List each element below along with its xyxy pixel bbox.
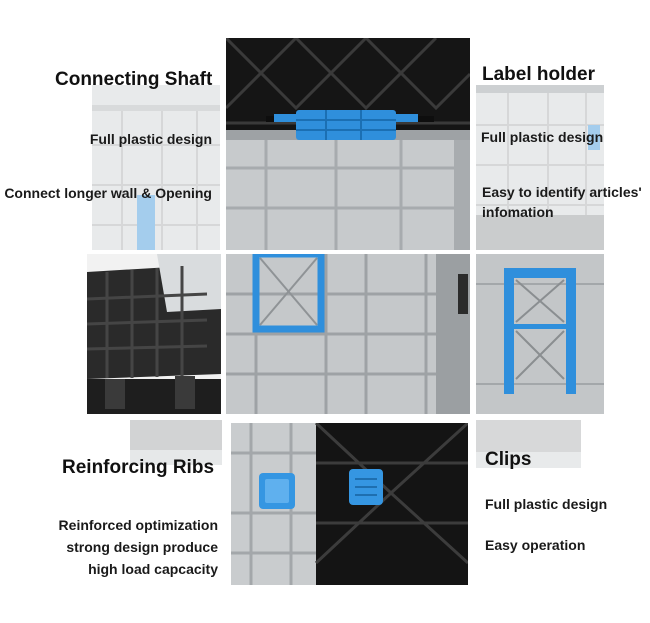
reinforcing-ribs-line-1: Reinforced optimization — [58, 517, 218, 533]
faded-crate-photo-top-right — [476, 85, 604, 250]
faded-crate-photo-bottom-left — [130, 420, 222, 465]
label-holder-heading: Label holder — [482, 64, 595, 85]
clips-line-1: Full plastic design — [485, 496, 608, 512]
connecting-shaft-line-1: Full plastic design — [89, 131, 212, 147]
reinforcing-ribs-photo — [87, 254, 221, 414]
label-holder-photo — [476, 85, 604, 93]
reinforcing-ribs-line-3: high load capcacity — [88, 561, 218, 577]
label-holder-line-2b: infomation — [482, 204, 554, 220]
reinforcing-ribs-heading: Reinforcing Ribs — [62, 457, 215, 478]
connecting-shaft-line-2: Connect longer wall & Opening — [4, 185, 212, 201]
connecting-shaft-photo — [226, 38, 470, 250]
clips-photo — [231, 423, 468, 585]
label-holder-closeup-photo — [476, 254, 604, 414]
faded-crate-photo-bottom-right — [476, 420, 581, 468]
reinforcing-ribs-line-2: strong design produce — [66, 539, 218, 555]
clips-heading: Clips — [485, 449, 532, 470]
clips-line-2: Easy operation — [485, 537, 586, 553]
label-holder-line-2a: Easy to identify articles' — [482, 184, 642, 200]
label-holder-line-1: Full plastic design — [481, 129, 604, 145]
connecting-shaft-heading: Connecting Shaft — [55, 69, 213, 90]
container-wall-photo — [226, 254, 470, 414]
faded-crate-photo-top-left — [92, 85, 220, 250]
